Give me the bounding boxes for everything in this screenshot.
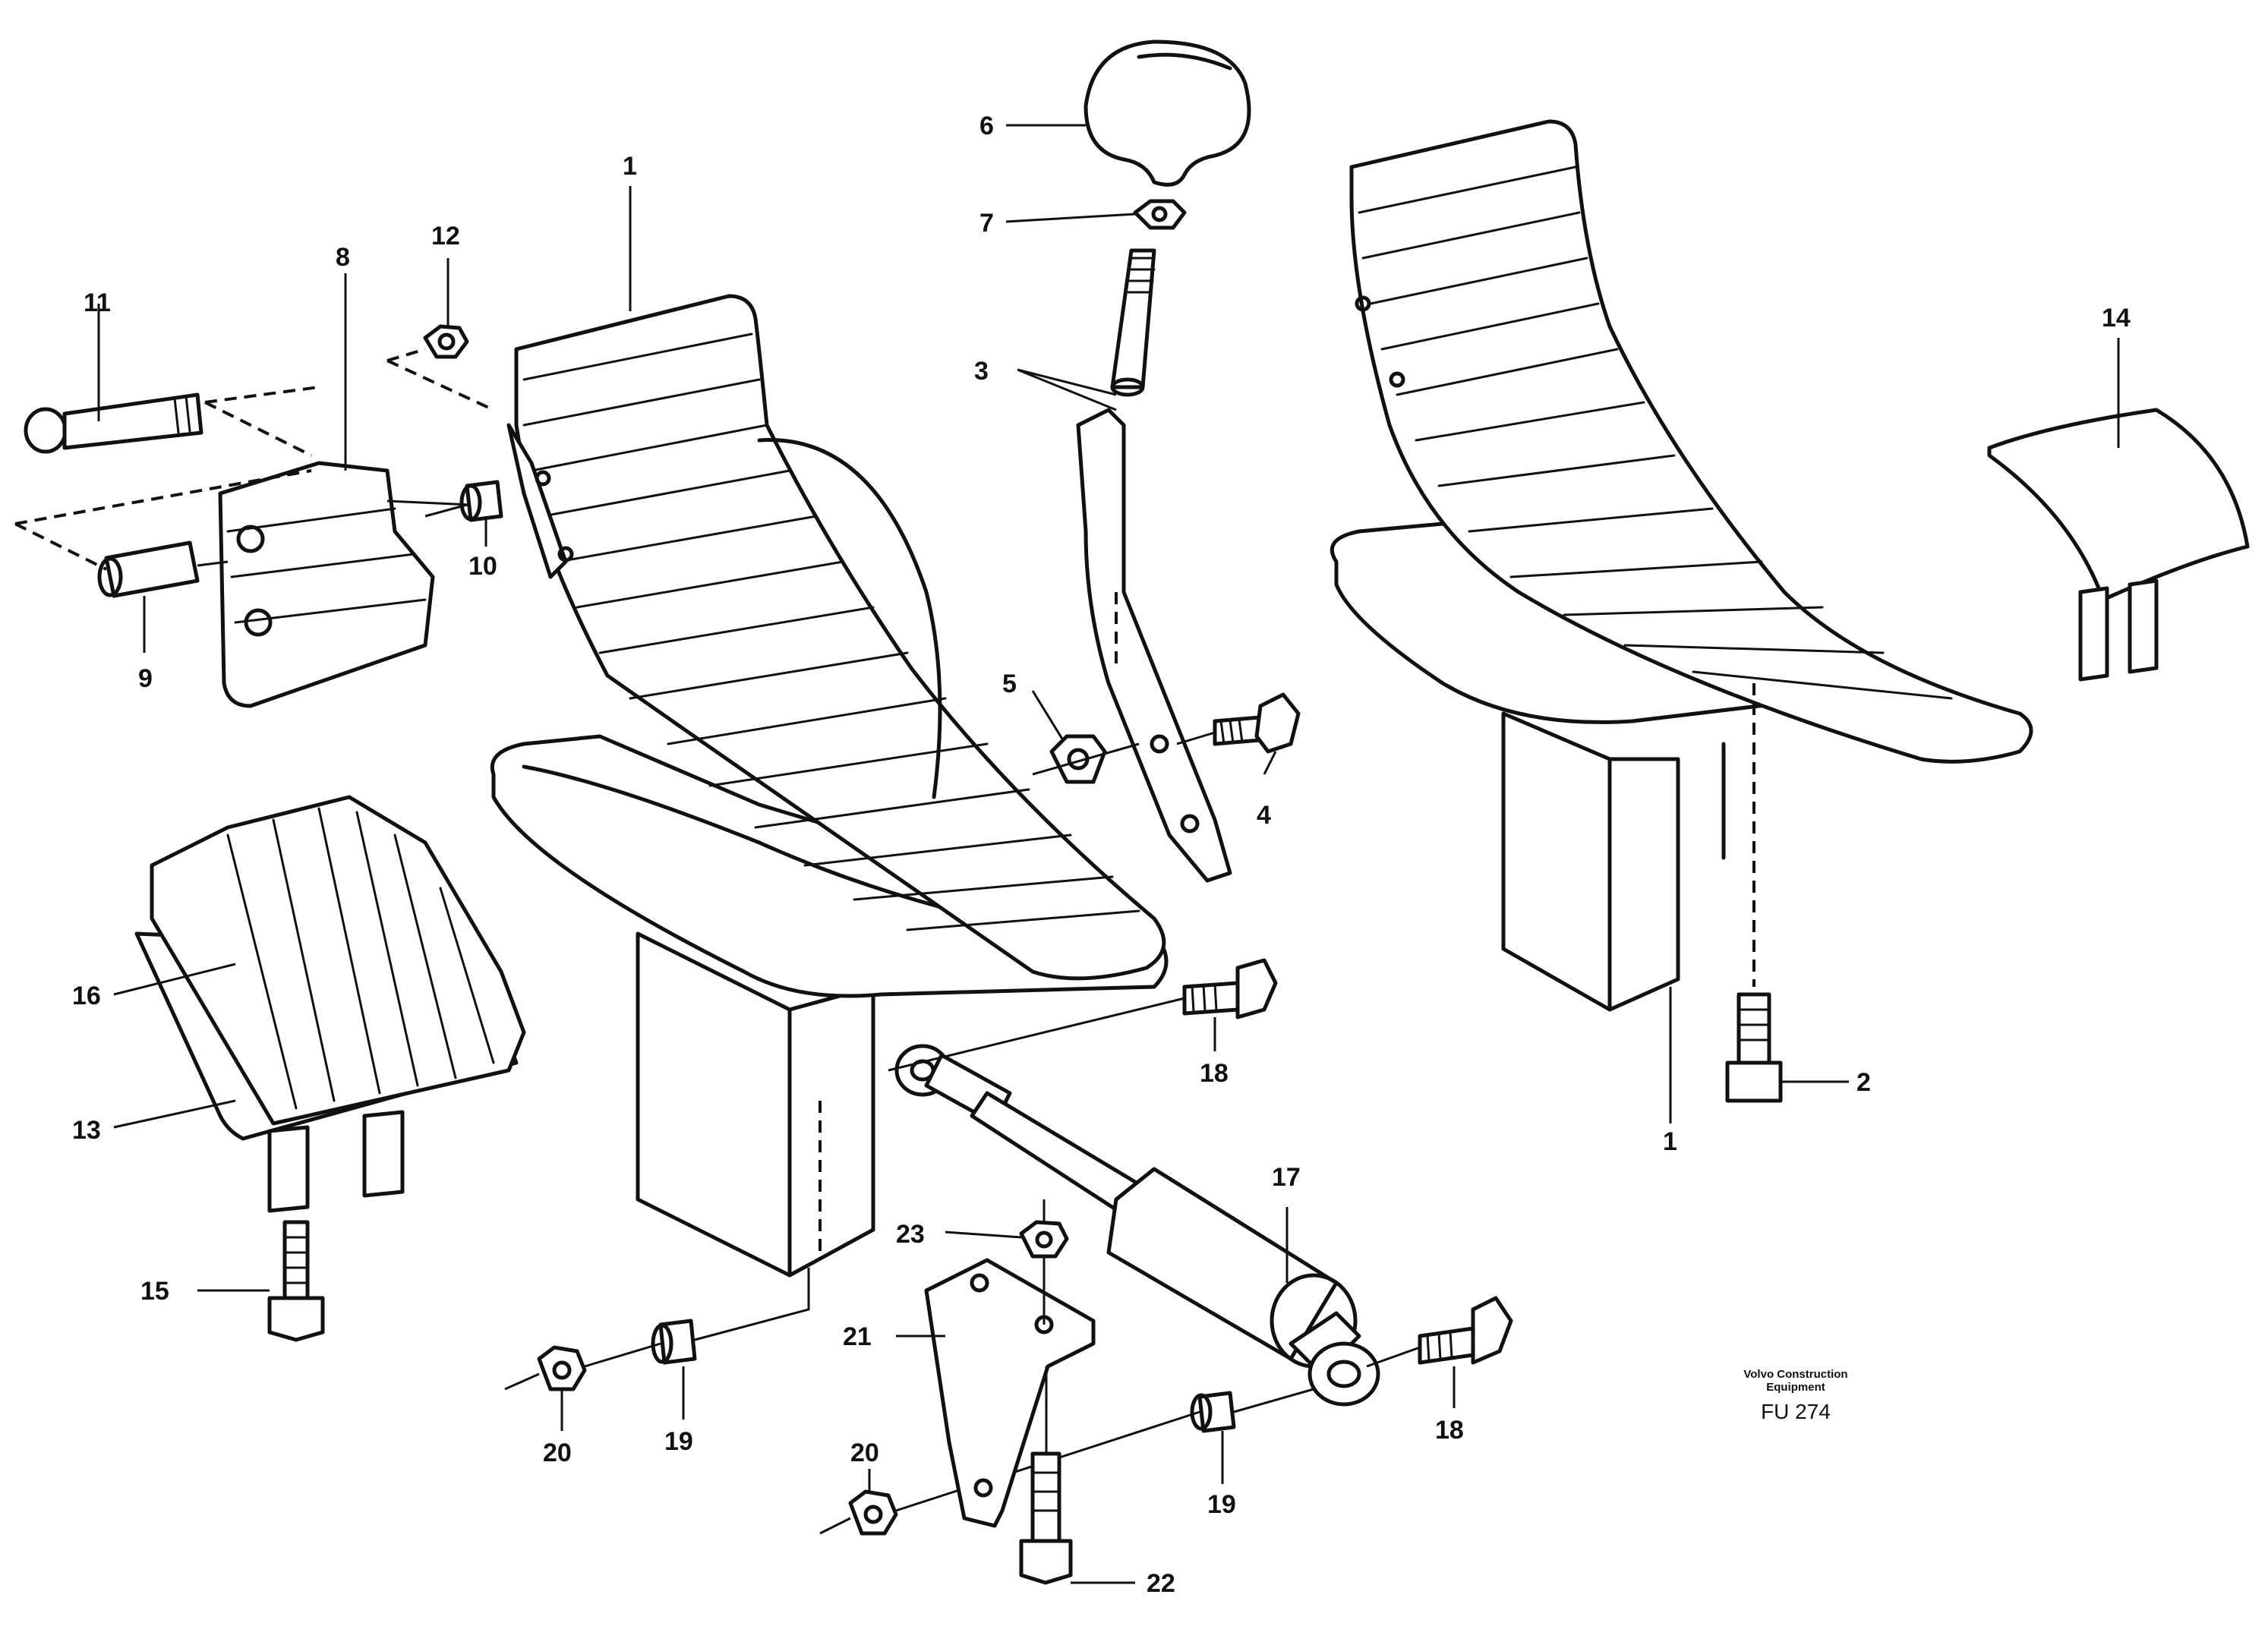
callout-17: 17 bbox=[1272, 1163, 1301, 1192]
bushing-19-right bbox=[1190, 1388, 1314, 1433]
bolt-18-lower bbox=[1366, 1296, 1513, 1368]
callout-10: 10 bbox=[468, 552, 497, 581]
bolt-15 bbox=[267, 1220, 325, 1342]
gas-spring-17 bbox=[894, 1044, 1380, 1407]
lever-and-rod bbox=[1076, 248, 1232, 883]
bellows-and-plate bbox=[134, 795, 526, 1213]
bolt-4 bbox=[1176, 692, 1301, 754]
callout-23: 23 bbox=[896, 1220, 925, 1249]
callout-13: 13 bbox=[72, 1116, 101, 1145]
callout-7: 7 bbox=[979, 209, 994, 238]
right-pedal-ribs bbox=[1358, 165, 1953, 700]
callout-15: 15 bbox=[140, 1277, 169, 1306]
callout-14: 14 bbox=[2102, 304, 2131, 332]
callout-2: 2 bbox=[1856, 1068, 1871, 1097]
stamp-drawing-code: FU 274 bbox=[1761, 1400, 1831, 1423]
nut-12 bbox=[423, 324, 469, 359]
callout-20-right: 20 bbox=[850, 1439, 879, 1467]
callout-1-left: 1 bbox=[623, 152, 637, 181]
knob bbox=[1084, 39, 1251, 187]
callout-12: 12 bbox=[431, 222, 460, 251]
callout-4: 4 bbox=[1257, 801, 1271, 830]
nut-23 bbox=[1019, 1199, 1069, 1325]
callout-16: 16 bbox=[72, 982, 101, 1010]
callout-19-left: 19 bbox=[664, 1427, 693, 1456]
callout-labels: 1 1 2 3 4 5 6 7 8 9 10 11 12 13 14 15 16… bbox=[72, 112, 2131, 1598]
callout-18-lower: 18 bbox=[1435, 1416, 1464, 1445]
callout-5: 5 bbox=[1002, 670, 1017, 698]
nut-20-right bbox=[819, 1410, 1200, 1536]
nut-20-left bbox=[504, 1342, 661, 1391]
callout-18-upper: 18 bbox=[1200, 1059, 1229, 1088]
bushing-19-left bbox=[651, 1268, 810, 1365]
callout-22: 22 bbox=[1147, 1569, 1175, 1598]
sleeve-9 bbox=[97, 540, 200, 598]
left-pedal-ribs bbox=[522, 332, 1140, 931]
drawing-stamp: Volvo Construction Equipment FU 274 bbox=[1724, 1368, 1868, 1424]
bushing-10 bbox=[424, 480, 503, 522]
pad-14 bbox=[1987, 408, 2250, 682]
callout-19-right: 19 bbox=[1207, 1490, 1236, 1519]
callout-20-left: 20 bbox=[543, 1439, 572, 1467]
bolt-22 bbox=[1019, 1366, 1073, 1585]
nut-5 bbox=[1032, 734, 1140, 784]
bracket-21 bbox=[924, 1258, 1096, 1528]
callout-1-right: 1 bbox=[1663, 1127, 1677, 1156]
right-pedal-assembly bbox=[1330, 119, 2033, 1012]
bolt-11 bbox=[24, 392, 203, 454]
callout-21: 21 bbox=[843, 1322, 872, 1351]
callout-leaders bbox=[97, 124, 2120, 1584]
stop-block-8 bbox=[218, 461, 435, 708]
bolt-2 bbox=[1725, 992, 1783, 1103]
callout-11: 11 bbox=[84, 288, 111, 317]
stamp-org-line-2: Equipment bbox=[1766, 1381, 1825, 1394]
left-pedal-assembly bbox=[491, 294, 1169, 1278]
nut-7 bbox=[1133, 199, 1187, 230]
bolt-18-upper bbox=[888, 958, 1278, 1072]
stamp-org-line-1: Volvo Construction bbox=[1743, 1368, 1848, 1381]
callout-8: 8 bbox=[336, 243, 350, 272]
callout-6: 6 bbox=[979, 112, 994, 140]
callout-3: 3 bbox=[974, 357, 989, 386]
callout-9: 9 bbox=[138, 664, 153, 693]
